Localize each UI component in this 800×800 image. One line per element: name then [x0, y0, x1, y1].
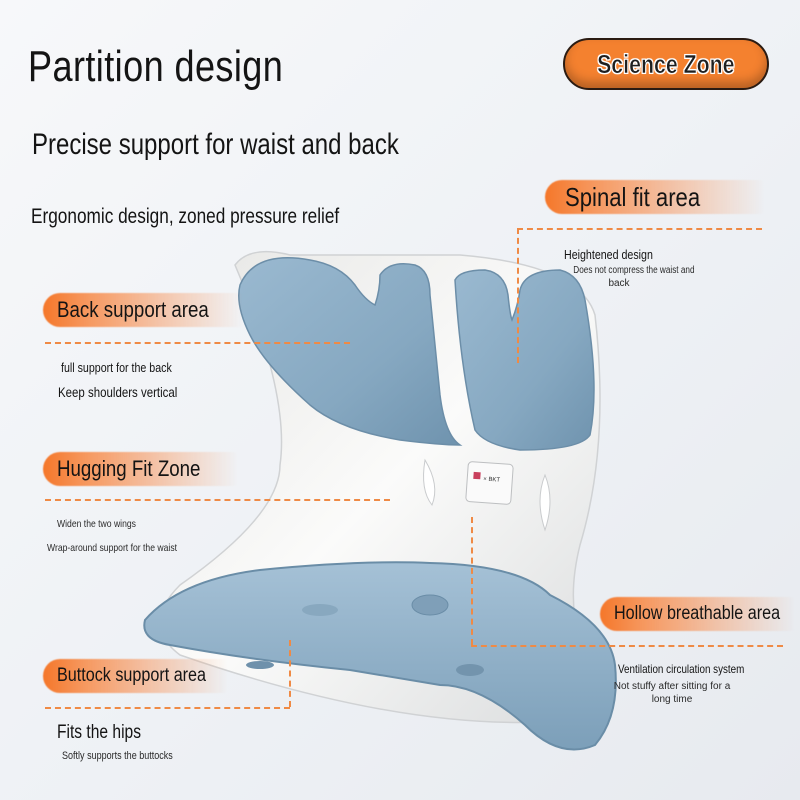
- seat-cushion-illustration: × BKT: [143, 250, 617, 751]
- science-zone-text: Science Zone: [597, 48, 735, 79]
- zone-label-spinal: Spinal fit area: [545, 180, 765, 214]
- zone-spinal-line-1: Heightened design: [564, 247, 653, 262]
- page-subtitle: Precise support for waist and back: [32, 128, 491, 162]
- zone-back-title: Back support area: [57, 297, 209, 322]
- zone-label-back: Back support area: [43, 293, 243, 327]
- dash-line-spinal-v: [517, 228, 519, 363]
- zone-hollow-line-1: Ventilation circulation system: [618, 662, 745, 676]
- zone-label-buttock: Buttock support area: [43, 659, 233, 693]
- zone-spinal-title: Spinal fit area: [565, 181, 701, 212]
- zone-spinal-line-3: back: [608, 278, 630, 289]
- zone-spinal-line-2: Does not compress the waist and: [573, 265, 695, 276]
- zone-label-hugging: Hugging Fit Zone: [43, 452, 243, 486]
- back-cushion-left: [238, 257, 463, 446]
- zone-buttock-line-1: Fits the hips: [57, 722, 141, 743]
- dash-line-spinal-h: [517, 228, 762, 230]
- orange-brush-hugging: [43, 452, 238, 486]
- page-tagline-text: Ergonomic design, zoned pressure relief: [31, 205, 340, 228]
- dash-line-buttock-v: [289, 640, 291, 707]
- orange-brush-hollow: [600, 597, 795, 631]
- dash-line-back: [45, 342, 350, 344]
- zone-hugging-title: Hugging Fit Zone: [57, 456, 201, 481]
- zone-buttock-line-2: Softly supports the buttocks: [62, 750, 173, 762]
- zone-hugging-line-1: Widen the two wings: [57, 518, 136, 530]
- page-title-text: Partition design: [28, 42, 284, 91]
- zone-hollow-line-2: Not stuffy after sitting for a: [613, 681, 731, 692]
- brand-tag: [465, 461, 514, 505]
- zone-buttock-title: Buttock support area: [57, 665, 207, 686]
- page-subtitle-text: Precise support for waist and back: [32, 128, 399, 161]
- page-title: Partition design: [28, 42, 339, 92]
- zone-hollow-line-3: long time: [651, 694, 693, 705]
- dash-line-hollow-h: [471, 645, 783, 647]
- zone-hugging-line-2: Wrap-around support for the waist: [47, 542, 178, 554]
- zone-back-line-2: Keep shoulders vertical: [58, 384, 178, 400]
- orange-brush-buttock: [43, 659, 228, 693]
- dash-line-buttock-h: [45, 707, 290, 709]
- orange-brush-back: [43, 293, 243, 327]
- page-tagline: Ergonomic design, zoned pressure relief: [31, 205, 407, 229]
- back-cushion-right: [454, 269, 595, 451]
- seat-cushion: [143, 561, 617, 751]
- dash-line-hugging: [45, 499, 390, 501]
- science-zone-badge: Science Zone: [563, 38, 769, 90]
- orange-brush-spinal: [545, 180, 765, 214]
- dash-line-hollow-v: [471, 517, 473, 645]
- brand-tag-text: × BKT: [483, 477, 501, 484]
- zone-back-line-1: full support for the back: [61, 360, 172, 375]
- zone-hollow-title: Hollow breathable area: [614, 603, 781, 624]
- zone-label-hollow: Hollow breathable area: [600, 597, 795, 631]
